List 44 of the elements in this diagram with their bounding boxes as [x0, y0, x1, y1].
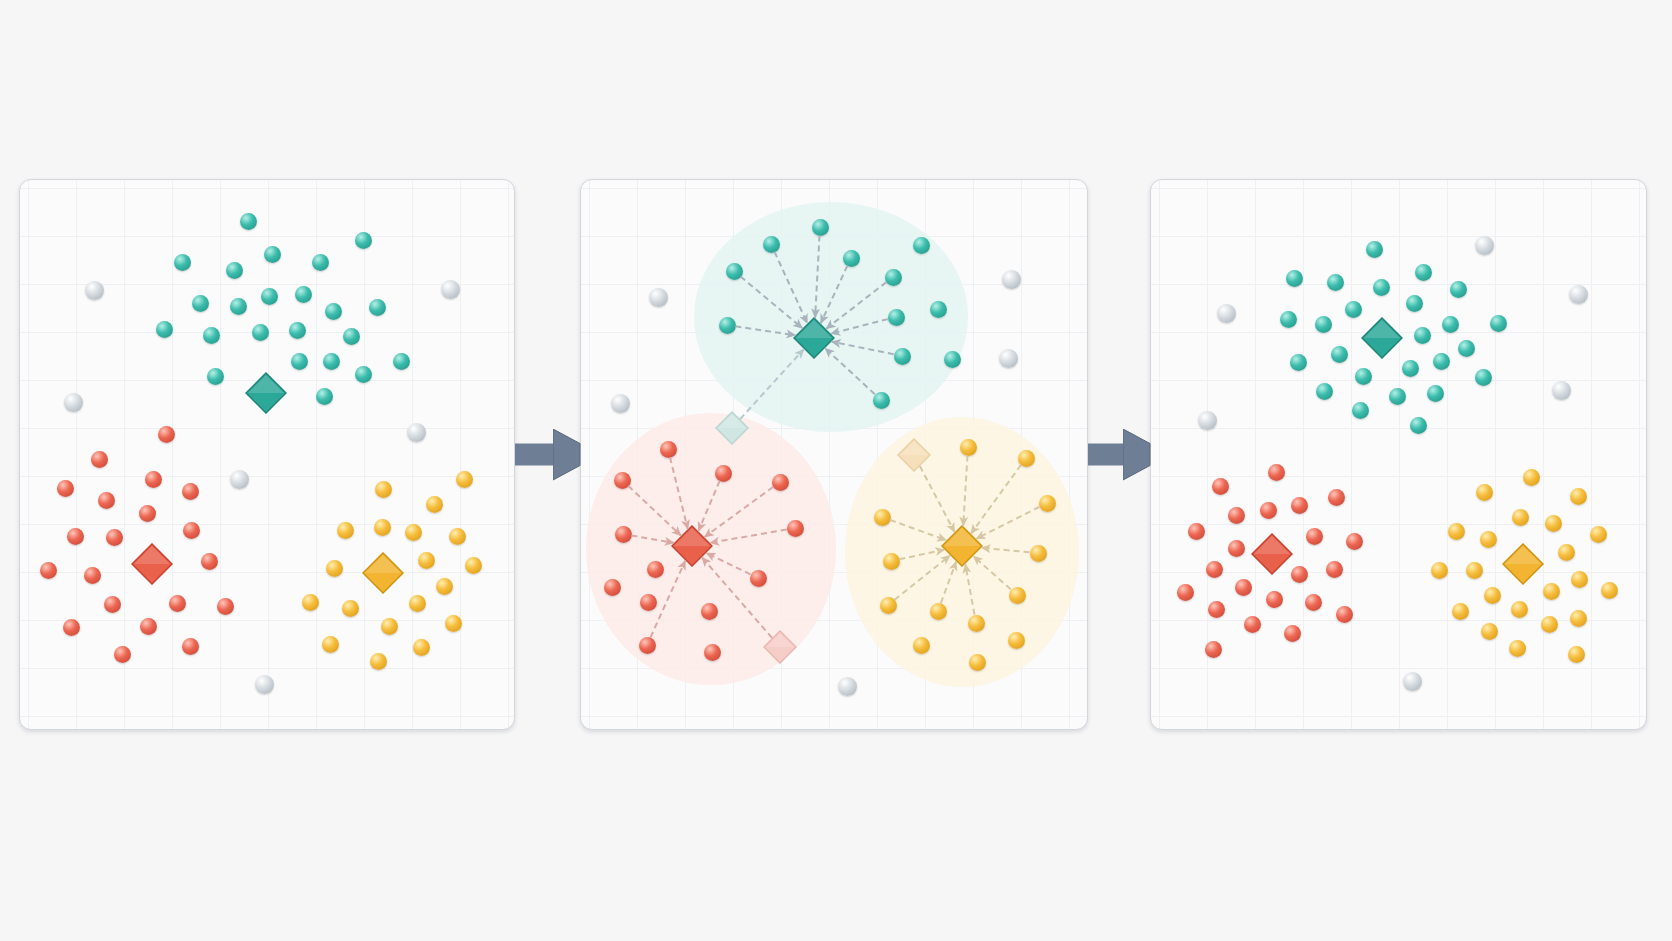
centroid-marker	[941, 525, 983, 567]
dashed-arrow	[649, 559, 687, 639]
dashed-arrow	[697, 479, 721, 533]
dashed-arrow	[819, 264, 849, 325]
data-point	[1001, 269, 1021, 289]
data-point	[648, 287, 668, 307]
dashed-arrow	[700, 556, 774, 639]
dashed-arrow	[889, 518, 948, 542]
dashed-arrow	[708, 528, 788, 546]
plot-panel	[1150, 179, 1647, 730]
dashed-arrow	[969, 463, 1022, 535]
faded-centroid-marker	[715, 411, 749, 445]
centroid-marker	[671, 525, 713, 567]
dashed-arrow	[918, 465, 956, 534]
plot-panel	[580, 179, 1088, 730]
dashed-arrow	[939, 560, 958, 604]
dashed-arrow	[773, 250, 809, 325]
dashed-arrow	[972, 554, 1012, 591]
data-point	[998, 348, 1018, 368]
dashed-arrow	[703, 486, 775, 539]
dashed-arrow	[829, 318, 889, 336]
centroid-marker	[793, 317, 835, 359]
dashed-arrow	[893, 554, 952, 601]
dashed-arrow	[959, 454, 969, 528]
dashed-arrow	[734, 325, 797, 339]
faded-centroid-marker	[763, 630, 797, 664]
dashed-arrow	[739, 348, 805, 421]
dashed-arrow	[811, 234, 821, 320]
dashed-arrow	[669, 456, 690, 531]
data-point	[837, 676, 857, 696]
dashed-arrow	[823, 347, 876, 396]
dashed-arrow	[824, 281, 888, 330]
data-point	[610, 393, 630, 413]
dashed-arrow	[974, 505, 1041, 540]
dashed-arrow	[898, 547, 946, 561]
dashed-arrow	[962, 562, 976, 616]
faded-centroid-marker	[897, 438, 931, 472]
plot-panel	[19, 179, 515, 730]
dashed-arrow	[980, 544, 1031, 554]
dashed-arrow	[705, 551, 752, 576]
dashed-arrow	[627, 484, 683, 537]
dashed-arrow	[739, 275, 804, 330]
dashed-arrow	[830, 339, 895, 356]
dashed-arrow	[630, 534, 676, 546]
